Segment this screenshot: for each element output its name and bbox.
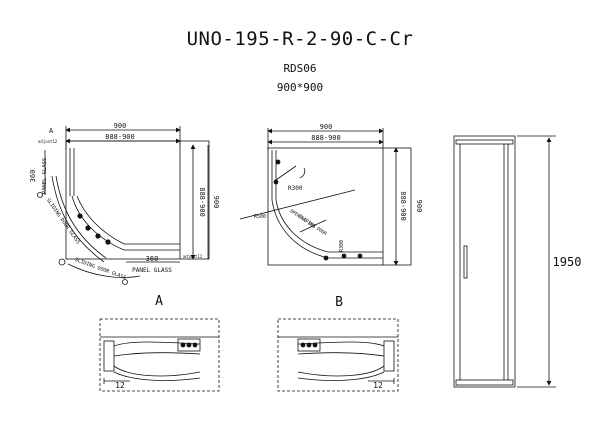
a-sliding-door-bottom: SLIDING DOOR GLASS xyxy=(74,257,127,281)
a-small-top: adjust12 xyxy=(38,139,58,144)
plan-view-a xyxy=(37,126,210,285)
view-b-label: B xyxy=(335,295,343,310)
a-panel-glass-bottom: PANEL GLASS xyxy=(132,267,172,274)
b-radius-r500: R500 xyxy=(254,214,266,220)
a-dim-left-radius: 360 xyxy=(29,170,37,183)
a-corner-mark: A xyxy=(49,127,54,135)
a-panel-glass-side: PANEL GLASS xyxy=(42,158,48,194)
a-dim-top-inner: 888-900 xyxy=(105,133,135,141)
detail-a xyxy=(99,318,220,392)
detail-a-dim: 12 xyxy=(115,381,125,390)
a-dim-top-outer: 900 xyxy=(114,122,127,130)
detail-b xyxy=(277,318,399,392)
detail-b-dim: 12 xyxy=(373,381,383,390)
view-a-label: A xyxy=(155,294,163,309)
b-radius-r300: R300 xyxy=(288,185,303,192)
b-dim-side-outer: 900 xyxy=(415,200,423,213)
front-elevation xyxy=(453,135,556,388)
a-dim-side-inner: 888-900 xyxy=(198,187,206,217)
b-dim-side-inner: 888-900 xyxy=(399,191,407,221)
a-dim-bottom-radius: 360 xyxy=(146,255,159,263)
b-dim-top-inner: 888-900 xyxy=(311,134,341,142)
model-title: UNO-195-R-2-90-C-Cr xyxy=(186,28,414,50)
size-label: 900*900 xyxy=(276,81,324,94)
b-small-r: R300 xyxy=(339,240,345,252)
a-small-bottom: adjust12 xyxy=(183,254,203,259)
b-opening-label: OPENING 555 xyxy=(289,208,317,230)
b-dim-top-outer: 900 xyxy=(320,123,333,131)
a-dim-side-outer: 900 xyxy=(212,196,220,209)
series-code: RDS06 xyxy=(283,62,317,75)
plan-view-b xyxy=(239,128,412,266)
height-label: 1950 xyxy=(553,255,582,269)
